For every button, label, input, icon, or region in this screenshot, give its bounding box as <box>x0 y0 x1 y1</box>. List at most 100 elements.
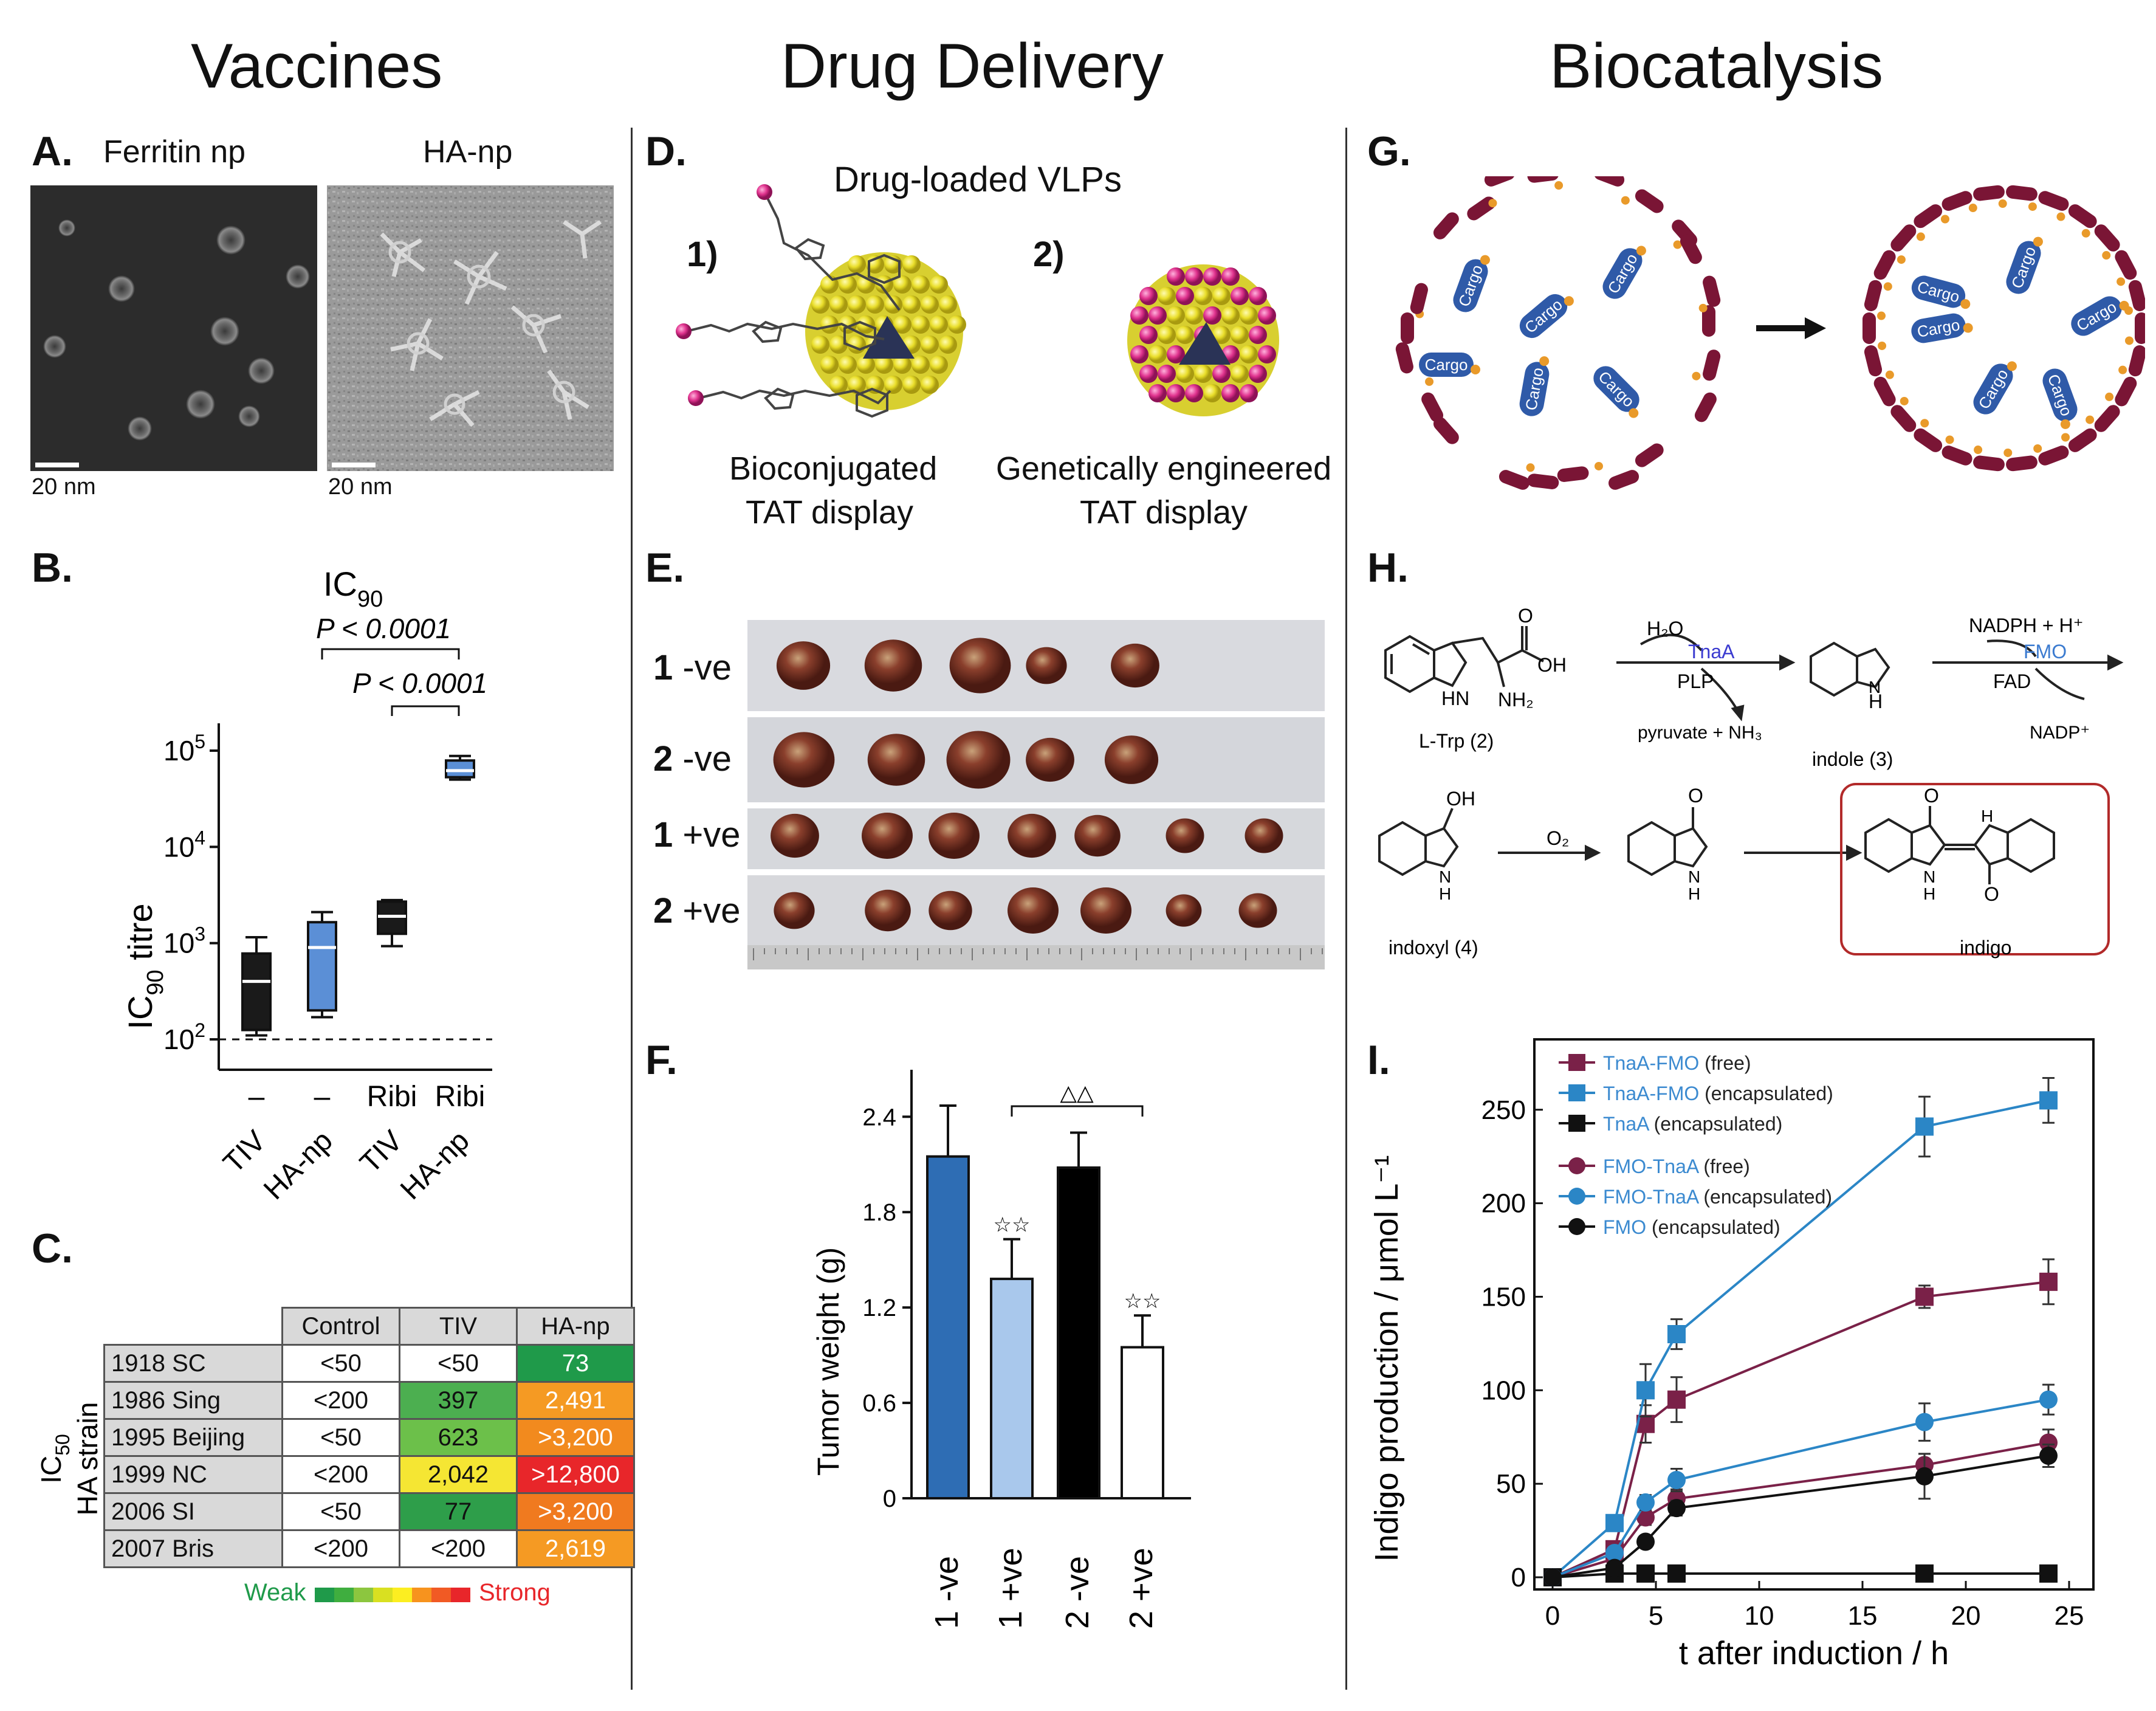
data-point <box>1667 1325 1686 1343</box>
cargo-body <box>1519 294 1568 339</box>
tat-peptide <box>1148 384 1167 402</box>
panel-h-tnaa: TnaA <box>1688 641 1735 663</box>
panel-b-cat-row2-2: HA-np <box>258 1124 339 1203</box>
panel-h-pyruvate: pyruvate + NH₃ <box>1638 723 1762 743</box>
vlp-subunit <box>902 376 921 394</box>
panel-b-cat-row2-4: HA-np <box>394 1124 476 1203</box>
y-tick-label: 103 <box>163 923 205 959</box>
bar <box>1121 1346 1164 1499</box>
tag <box>1554 181 1564 190</box>
cargo-protein: Cargo <box>1602 246 1646 299</box>
x-tick-label: 0 <box>1545 1601 1560 1631</box>
vlp-subunit <box>829 295 848 314</box>
panel-e-letter: E. <box>645 545 685 591</box>
shell-protein <box>2094 405 2120 432</box>
panel-c-header-tiv: TIV <box>399 1307 518 1346</box>
x-tick-label: 5 <box>1649 1601 1663 1631</box>
legend-marker <box>1568 1157 1585 1174</box>
y-tick-label: 0 <box>883 1486 896 1512</box>
shell-protein <box>1608 470 1639 490</box>
panel-h-indole-label: indole (3) <box>1812 748 1893 770</box>
shell-protein <box>1862 312 1876 344</box>
data-point <box>1667 1499 1686 1518</box>
series-line <box>1552 1280 2049 1578</box>
shell-protein <box>1914 204 1943 229</box>
legend-marker <box>1568 1054 1585 1071</box>
vlp-subunit <box>939 336 957 354</box>
vlp-subunit <box>1240 306 1258 325</box>
x-category-label: 2 +ve <box>1123 1547 1159 1629</box>
panel-d-n2: 2) <box>1033 235 1065 274</box>
svg-text:O: O <box>1518 605 1533 627</box>
series-line <box>1552 1572 2048 1578</box>
tat-peptide <box>1167 267 1185 286</box>
tumor <box>771 813 819 858</box>
tumor <box>1166 894 1202 927</box>
data-point <box>1915 1467 1934 1486</box>
vlp-subunit <box>811 336 829 354</box>
tag <box>1425 377 1434 386</box>
data-point <box>2039 1564 2058 1583</box>
tat-peptide <box>1185 384 1203 402</box>
vlp-subunit <box>1158 287 1176 305</box>
legend-marker <box>1568 1084 1585 1101</box>
vlp-subunit <box>884 376 902 394</box>
color-scale-swatch <box>431 1588 451 1602</box>
legend-label: TnaA-FMO (free) <box>1603 1052 1751 1074</box>
tag <box>2102 251 2111 260</box>
shell-protein <box>1890 224 1917 252</box>
y-tick-label: 100 <box>1481 1375 1526 1405</box>
tat-peptide <box>1167 384 1185 402</box>
box <box>307 921 337 1012</box>
hanp-cell: >3,200 <box>516 1418 635 1457</box>
vlp-subunit <box>839 275 857 294</box>
y-tick-label: 1.8 <box>862 1199 896 1226</box>
vlp-subunit <box>839 356 857 374</box>
tag <box>1673 240 1682 249</box>
tat-peptide <box>1203 267 1221 286</box>
vlp-subunit <box>930 275 948 294</box>
vlp-subunit <box>829 336 848 354</box>
cargo-body <box>1453 259 1488 312</box>
y-tick-label: 200 <box>1481 1189 1526 1219</box>
tag <box>2124 336 2134 345</box>
cargo-body <box>2006 241 2041 294</box>
svg-text:N: N <box>1439 867 1451 886</box>
control-cell: <200 <box>281 1529 400 1568</box>
svg-text:O₂: O₂ <box>1547 827 1569 849</box>
tat-peptide <box>1130 345 1148 363</box>
legend-label: TnaA-FMO (encapsulated) <box>1603 1083 1833 1104</box>
tag <box>2056 212 2065 221</box>
svg-text:HN: HN <box>1441 687 1469 709</box>
tumor <box>1080 887 1131 934</box>
panel-a-scale-right: 20 nm <box>328 474 393 500</box>
svg-text:N: N <box>1688 867 1700 886</box>
tag <box>2105 392 2114 401</box>
color-scale-swatch <box>393 1588 412 1602</box>
shell-protein <box>2115 376 2137 407</box>
significance-stars: ☆☆ <box>1124 1290 1161 1313</box>
panel-c-ylabel: IC50 HA strain <box>35 1402 103 1516</box>
tag <box>2118 365 2127 374</box>
vlp-subunit <box>820 315 839 334</box>
panel-a-hanp-micrograph <box>327 185 614 471</box>
svg-text:O: O <box>1688 785 1703 807</box>
tag <box>2033 444 2042 453</box>
box <box>445 759 475 779</box>
tumor <box>1026 647 1067 684</box>
color-scale-swatch <box>373 1588 393 1602</box>
y-tick-label: 250 <box>1481 1095 1526 1125</box>
shell-protein <box>1467 196 1496 221</box>
vlp-genetically-engineered <box>1127 264 1279 416</box>
legend-label: FMO (encapsulated) <box>1603 1216 1780 1238</box>
control-cell: <50 <box>281 1418 400 1457</box>
control-cell: <50 <box>281 1344 400 1383</box>
tumor <box>867 734 925 786</box>
y-tick-label: 0.6 <box>862 1390 896 1417</box>
shell-protein <box>2068 428 2097 452</box>
panel-b-boxplot: IC90 P < 0.0001 P < 0.0001 IC90 titre 10… <box>121 565 492 1203</box>
data-point <box>1543 1568 1562 1586</box>
column-divider-right <box>1345 128 1347 1690</box>
color-scale-swatch <box>315 1588 334 1602</box>
shell-protein <box>1702 305 1715 337</box>
